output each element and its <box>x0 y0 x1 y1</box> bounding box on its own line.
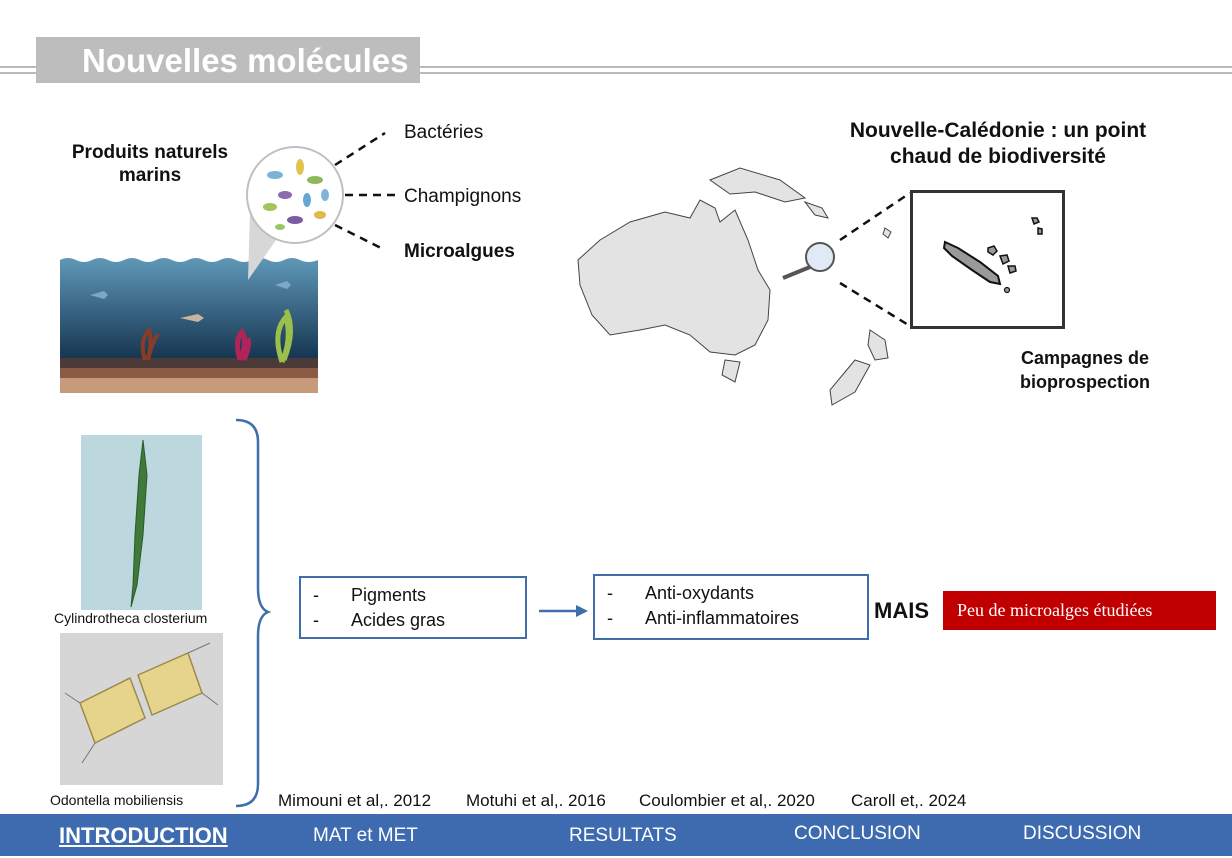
sources-heading: Produits naturels marins <box>71 142 229 186</box>
title-rule-right-2 <box>420 72 1232 74</box>
seaweed-icon <box>140 326 160 361</box>
reference: Coulombier et al,. 2020 <box>639 791 815 810</box>
arrow-icon <box>539 605 588 617</box>
species-caption: Odontella mobiliensis <box>50 792 184 808</box>
activities-box: - Anti-oxydants - Anti-inflammatoires <box>593 574 869 640</box>
brace <box>235 418 272 808</box>
bullet-dash: - <box>313 610 319 630</box>
alert-badge: Peu de microalges étudiées <box>943 591 1216 630</box>
fish-icon <box>275 281 291 289</box>
ocean-illustration <box>60 250 318 393</box>
list-item: - Anti-oxydants <box>595 583 867 608</box>
title-rule-left-2 <box>0 72 36 74</box>
reference: Motuhi et al,. 2016 <box>466 791 606 810</box>
species-caption: Cylindrotheca closterium <box>54 610 208 626</box>
but-label: MAIS <box>874 598 929 623</box>
source-fungi: Champignons <box>404 186 522 207</box>
nav-discussion[interactable]: DISCUSSION <box>1023 823 1142 844</box>
source-bacteria: Bactéries <box>404 122 484 143</box>
bottom-nav: INTRODUCTION MAT et MET RESULTATS CONCLU… <box>0 814 1232 856</box>
map-heading: Nouvelle-Calédonie : un point chaud de b… <box>849 119 1147 168</box>
bullet-dash: - <box>607 608 613 628</box>
bullet-dash: - <box>313 585 319 605</box>
list-item: - Anti-inflammatoires <box>595 608 867 633</box>
list-item: - Pigments <box>301 585 525 610</box>
activity-label: Anti-oxydants <box>645 583 755 603</box>
source-microalgae: Microalgues <box>404 241 515 262</box>
reference: Mimouni et al,. 2012 <box>278 791 432 810</box>
list-item: - Acides gras <box>301 610 525 635</box>
source-connectors <box>334 131 395 252</box>
magnifier-icon <box>805 242 835 272</box>
coral-icon <box>234 327 251 362</box>
nav-conclusion[interactable]: CONCLUSION <box>794 823 921 844</box>
nav-mat-et-met[interactable]: MAT et MET <box>313 825 418 846</box>
oceania-map <box>577 167 892 406</box>
compound-label: Acides gras <box>351 610 446 630</box>
new-caledonia-inset <box>910 190 1065 329</box>
microbes-icon <box>246 146 344 244</box>
title-rule-left <box>0 66 36 68</box>
bullet-dash: - <box>607 583 613 603</box>
compounds-box: - Pigments - Acides gras <box>299 576 527 639</box>
reference: Caroll et,. 2024 <box>851 791 967 810</box>
map-connectors <box>839 191 911 328</box>
title-rule-right <box>420 66 1232 68</box>
fish-icon <box>90 291 108 299</box>
page-title: Nouvelles molécules <box>36 37 420 83</box>
nav-resultats[interactable]: RESULTATS <box>569 825 677 846</box>
odontella-photo <box>60 633 223 785</box>
map-caption: Campagnes de bioprospection <box>1020 348 1150 392</box>
fish-icon <box>180 314 204 322</box>
activity-label: Anti-inflammatoires <box>645 608 800 628</box>
nav-introduction[interactable]: INTRODUCTION <box>59 823 228 848</box>
compound-label: Pigments <box>351 585 427 605</box>
kelp-icon <box>275 308 293 363</box>
cylindrotheca-photo <box>81 435 202 610</box>
